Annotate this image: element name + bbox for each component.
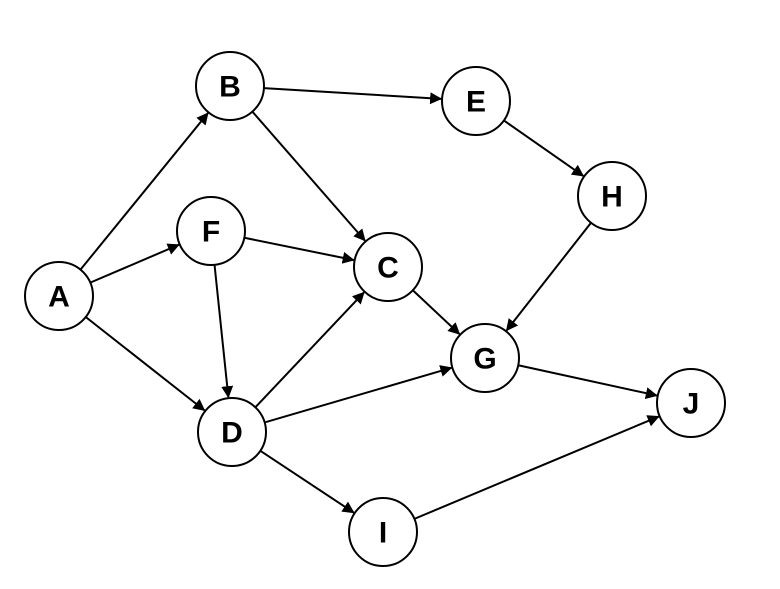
node-label-h: H: [601, 181, 623, 214]
node-b: B: [195, 51, 265, 121]
edges-layer: [79, 87, 660, 520]
node-circle-a: [24, 261, 94, 331]
node-label-a: A: [48, 281, 70, 314]
node-label-f: F: [202, 216, 220, 249]
edge-d-to-i: [259, 449, 355, 514]
node-a: A: [24, 261, 94, 331]
edge-g-to-j: [518, 364, 658, 400]
node-i: I: [348, 497, 418, 567]
node-circle-b: [195, 51, 265, 121]
node-j: J: [656, 368, 726, 438]
nodes-layer: A B C D E F G H I J: [24, 51, 726, 567]
node-circle-f: [176, 196, 246, 266]
node-label-b: B: [219, 71, 241, 104]
edge-h-to-g: [505, 222, 592, 332]
node-h: H: [577, 161, 647, 231]
node-c: C: [353, 232, 423, 302]
edge-a-to-d: [85, 316, 206, 412]
edge-d-to-c: [254, 291, 365, 408]
node-d: D: [197, 397, 267, 467]
node-circle-j: [656, 368, 726, 438]
node-f: F: [176, 196, 246, 266]
edge-a-to-f: [89, 243, 180, 284]
edge-d-to-g: [264, 365, 453, 424]
node-e: E: [441, 66, 511, 136]
node-label-i: I: [379, 517, 387, 550]
node-circle-i: [348, 497, 418, 567]
node-circle-g: [450, 323, 520, 393]
node-label-d: D: [221, 417, 243, 450]
node-label-g: G: [473, 343, 496, 376]
edge-b-to-e: [263, 87, 443, 105]
node-label-j: J: [683, 388, 700, 421]
edge-e-to-h: [503, 119, 585, 177]
edge-a-to-b: [79, 112, 209, 271]
node-label-c: C: [377, 252, 399, 285]
node-circle-h: [577, 161, 647, 231]
node-circle-d: [197, 397, 267, 467]
node-circle-c: [353, 232, 423, 302]
node-label-e: E: [466, 86, 486, 119]
edge-c-to-g: [412, 289, 461, 335]
edge-b-to-c: [251, 110, 366, 242]
edge-f-to-d: [213, 264, 234, 399]
node-g: G: [450, 323, 520, 393]
node-circle-e: [441, 66, 511, 136]
edge-f-to-c: [244, 236, 355, 264]
edge-i-to-j: [413, 415, 660, 520]
